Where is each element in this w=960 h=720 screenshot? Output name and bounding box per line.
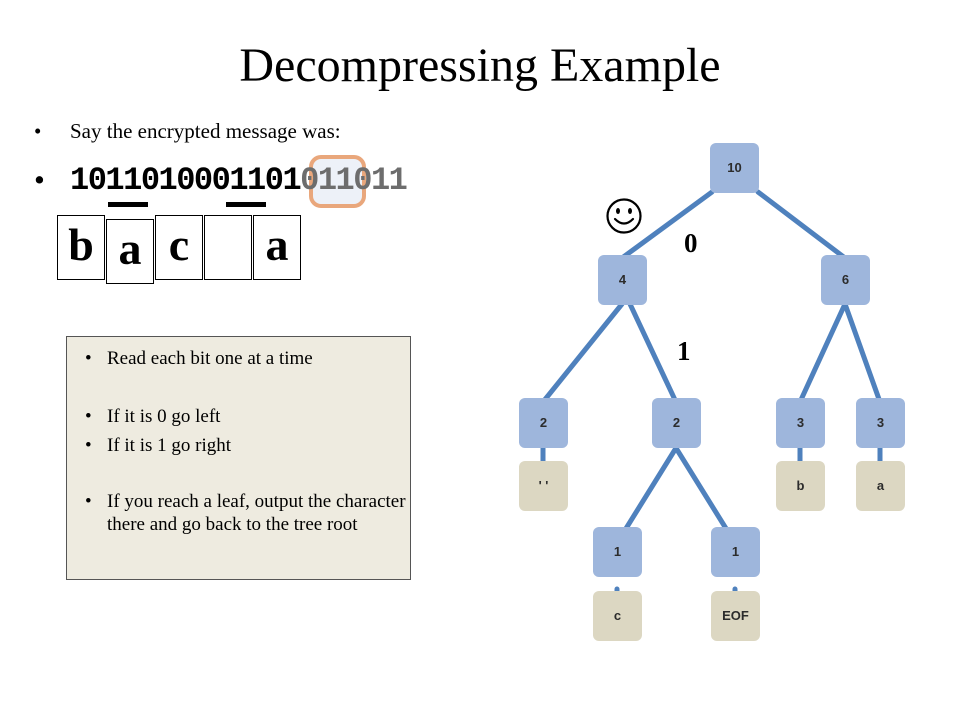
tree-edge	[797, 301, 848, 405]
instruction-item: • If you reach a leaf, output the charac…	[85, 490, 407, 536]
edge-label-zero: 0	[684, 228, 698, 258]
decoded-char-box: a	[253, 215, 301, 280]
bit: 1	[105, 162, 124, 199]
instruction-text: Read each bit one at a time	[107, 348, 313, 369]
bit: 1	[388, 162, 408, 199]
bullet-dot: •	[85, 435, 92, 456]
bit: 0	[140, 162, 160, 199]
bit: 0	[193, 162, 213, 199]
bit: 0	[211, 162, 231, 199]
bit: 0	[353, 162, 372, 199]
bullet-dot: •	[34, 162, 45, 197]
tree-edge	[842, 301, 883, 405]
bit: 1	[123, 162, 142, 199]
tree-edge	[627, 301, 679, 405]
tree-leaf-eof: EOF	[711, 591, 760, 641]
bit: 1	[229, 162, 248, 199]
tree-node-root: 10	[710, 143, 759, 193]
bit: 0	[176, 162, 195, 199]
smiley-icon	[606, 198, 642, 234]
tree-leaf-space: ' '	[519, 461, 568, 511]
bullet-message-intro: • Say the encrypted message was:	[34, 119, 341, 144]
tree-leaf-c: c	[593, 591, 642, 641]
decoded-char-box	[204, 215, 252, 280]
bit: 0	[300, 162, 319, 199]
tree-edge	[755, 189, 848, 261]
tree-node: 3	[776, 398, 825, 448]
tree-node: 2	[519, 398, 568, 448]
slide-title: Decompressing Example	[239, 39, 721, 92]
instruction-text: If it is 0 go left	[107, 406, 221, 427]
current-bits-highlight	[309, 155, 366, 208]
bullet-dot: •	[85, 406, 92, 427]
bit: 1	[370, 162, 390, 199]
tree-node: 3	[856, 398, 905, 448]
bit-underline	[226, 202, 266, 207]
bit: 0	[87, 162, 107, 199]
instruction-item: • If it is 0 go left	[85, 405, 407, 428]
tree-node: 1	[593, 527, 642, 577]
tree-node: 4	[598, 255, 647, 305]
tree-edge	[540, 301, 625, 405]
message-intro-text: Say the encrypted message was:	[70, 119, 341, 143]
bullet-bitstring: • 1011010001101011011	[34, 162, 408, 207]
decoded-char-box: c	[155, 215, 203, 280]
bit: 1	[158, 162, 178, 199]
tree-leaf-a: a	[856, 461, 905, 511]
bullet-dot: •	[85, 491, 92, 512]
bit: 1	[317, 162, 337, 199]
tree-node: 6	[821, 255, 870, 305]
tree-edge	[619, 189, 715, 261]
decoded-char-box: a	[106, 219, 154, 284]
instruction-text: If it is 1 go right	[107, 435, 232, 456]
instruction-item: • If it is 1 go right	[85, 434, 407, 457]
bit: 0	[264, 162, 284, 199]
instructions-box: • Read each bit one at a time • If it is…	[66, 336, 411, 580]
bullet-dot: •	[85, 348, 92, 369]
instruction-text: If you reach a leaf, output the characte…	[107, 491, 406, 535]
edge-label-one: 1	[677, 336, 691, 366]
tree-node: 2	[652, 398, 701, 448]
tree-node: 1	[711, 527, 760, 577]
bit: 1	[70, 162, 89, 199]
instruction-item: • Read each bit one at a time	[85, 347, 407, 370]
bullet-dot: •	[34, 119, 42, 143]
bit: 1	[247, 162, 266, 199]
bit-underline	[108, 202, 148, 207]
bit: 1	[335, 162, 355, 199]
bit: 1	[282, 162, 301, 199]
decoded-char-box: b	[57, 215, 105, 280]
tree-leaf-b: b	[776, 461, 825, 511]
encoded-bitstring: 1011010001101011011	[70, 162, 408, 207]
